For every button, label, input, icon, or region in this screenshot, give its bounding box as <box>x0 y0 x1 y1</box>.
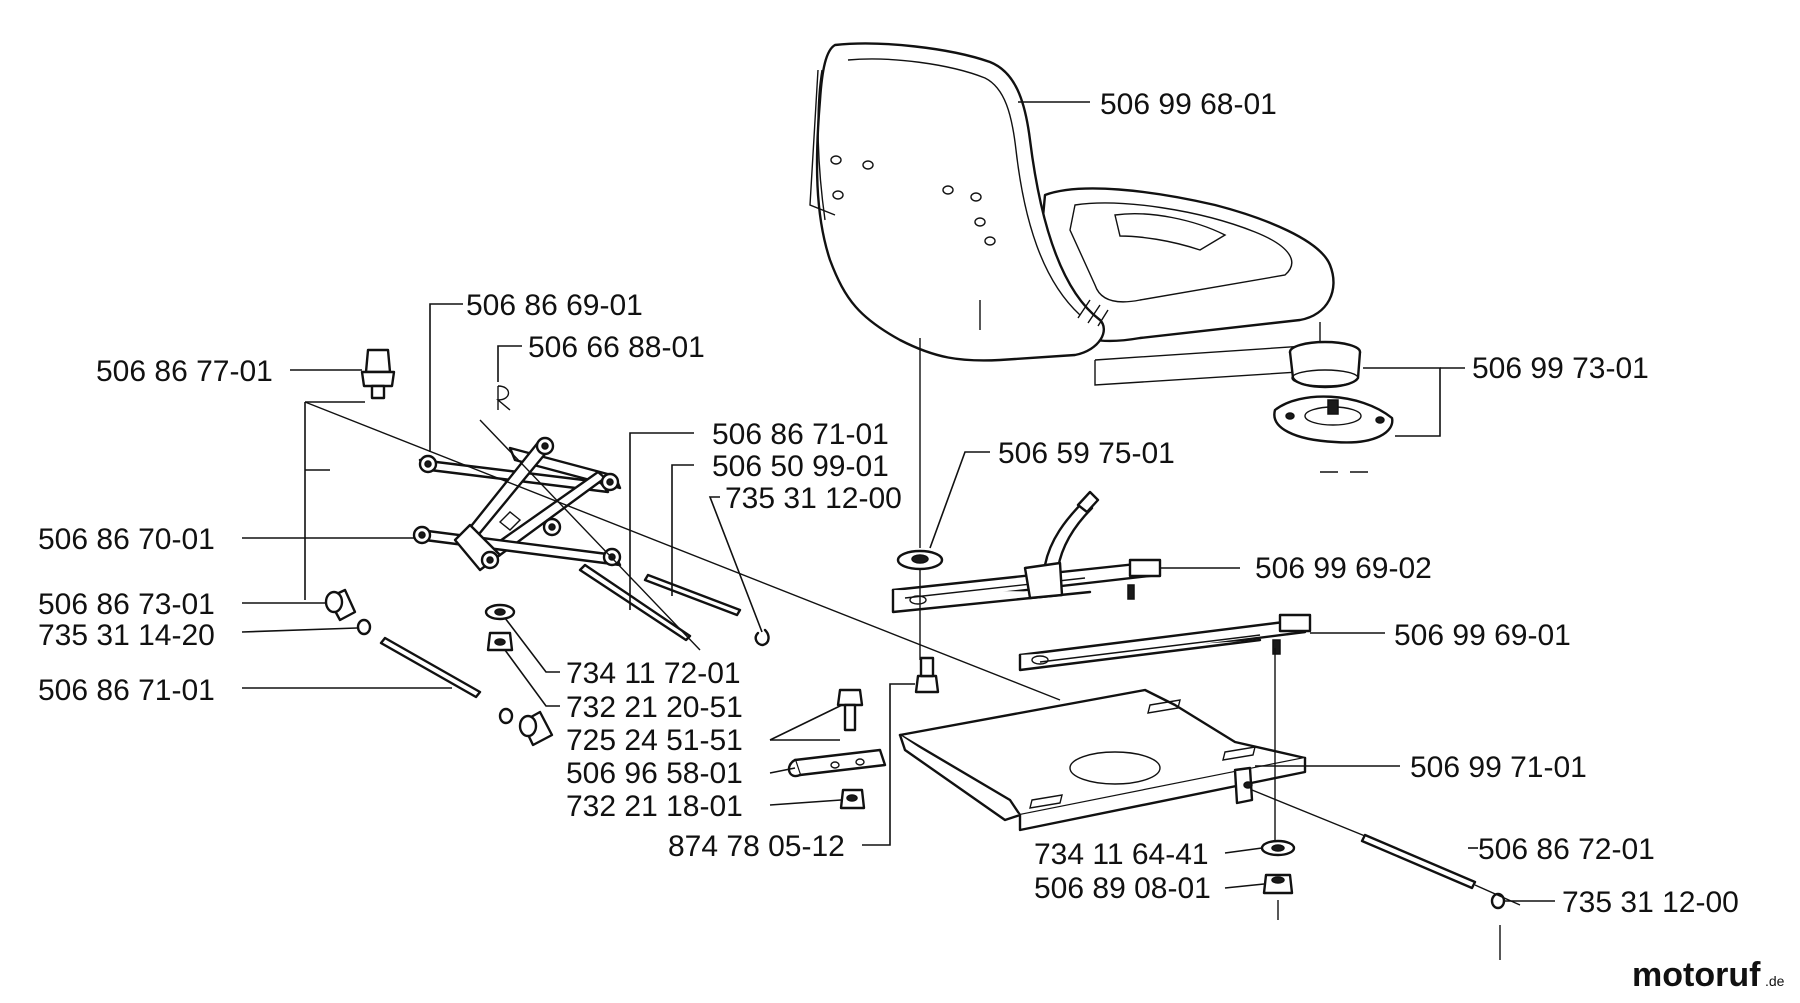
label-nut-small: 732 21 18-01 <box>566 790 743 823</box>
label-circlip: 735 31 14-20 <box>38 619 215 652</box>
label-rod-right: 506 86 72-01 <box>1478 833 1655 866</box>
watermark-brand: motoruf <box>1632 956 1761 994</box>
label-bolt: 725 24 51-51 <box>566 724 743 757</box>
bellows-drawing <box>1273 340 1394 473</box>
linkage-drawing <box>324 348 1506 910</box>
base-plate-drawing <box>898 688 1307 832</box>
label-nut-bottom: 506 89 08-01 <box>1034 872 1211 905</box>
label-bracket: 506 96 58-01 <box>566 757 743 790</box>
label-pin: 506 66 88-01 <box>528 331 705 364</box>
label-clip-mid: 735 31 12-00 <box>725 482 902 515</box>
label-washer-left: 734 11 72-01 <box>566 657 741 690</box>
rail-lower-drawing <box>1018 613 1312 672</box>
seat-drawing <box>809 42 1335 386</box>
label-seat: 506 99 68-01 <box>1100 88 1277 121</box>
watermark-tld: .de <box>1765 973 1785 989</box>
label-nut-left: 732 21 20-51 <box>566 691 743 724</box>
label-rail-lower: 506 99 69-01 <box>1394 619 1571 652</box>
label-clip-right: 735 31 12-00 <box>1562 886 1739 919</box>
label-washer-top: 506 59 75-01 <box>998 437 1175 470</box>
label-screw: 874 78 05-12 <box>668 830 845 863</box>
label-link-upper: 506 86 69-01 <box>466 289 643 322</box>
rail-upper-drawing <box>891 490 1162 614</box>
label-knob: 506 86 77-01 <box>96 355 273 388</box>
label-bushing: 506 86 73-01 <box>38 588 215 621</box>
label-rod-left: 506 86 71-01 <box>38 674 215 707</box>
label-link-lower: 506 86 70-01 <box>38 523 215 556</box>
label-base-plate: 506 99 71-01 <box>1410 751 1587 784</box>
label-washer-bottom: 734 11 64-41 <box>1034 838 1209 871</box>
watermark: motoruf .de <box>1632 956 1785 994</box>
center-lines <box>304 338 1521 960</box>
label-bellows: 506 99 73-01 <box>1472 352 1649 385</box>
leader-lines <box>241 101 1555 902</box>
label-rail-upper: 506 99 69-02 <box>1255 552 1432 585</box>
label-rod-mid-b: 506 50 99-01 <box>712 450 889 483</box>
part-labels: 506 99 68-01 506 99 73-01 506 59 75-01 5… <box>38 88 1739 919</box>
label-rod-mid: 506 86 71-01 <box>712 418 889 451</box>
